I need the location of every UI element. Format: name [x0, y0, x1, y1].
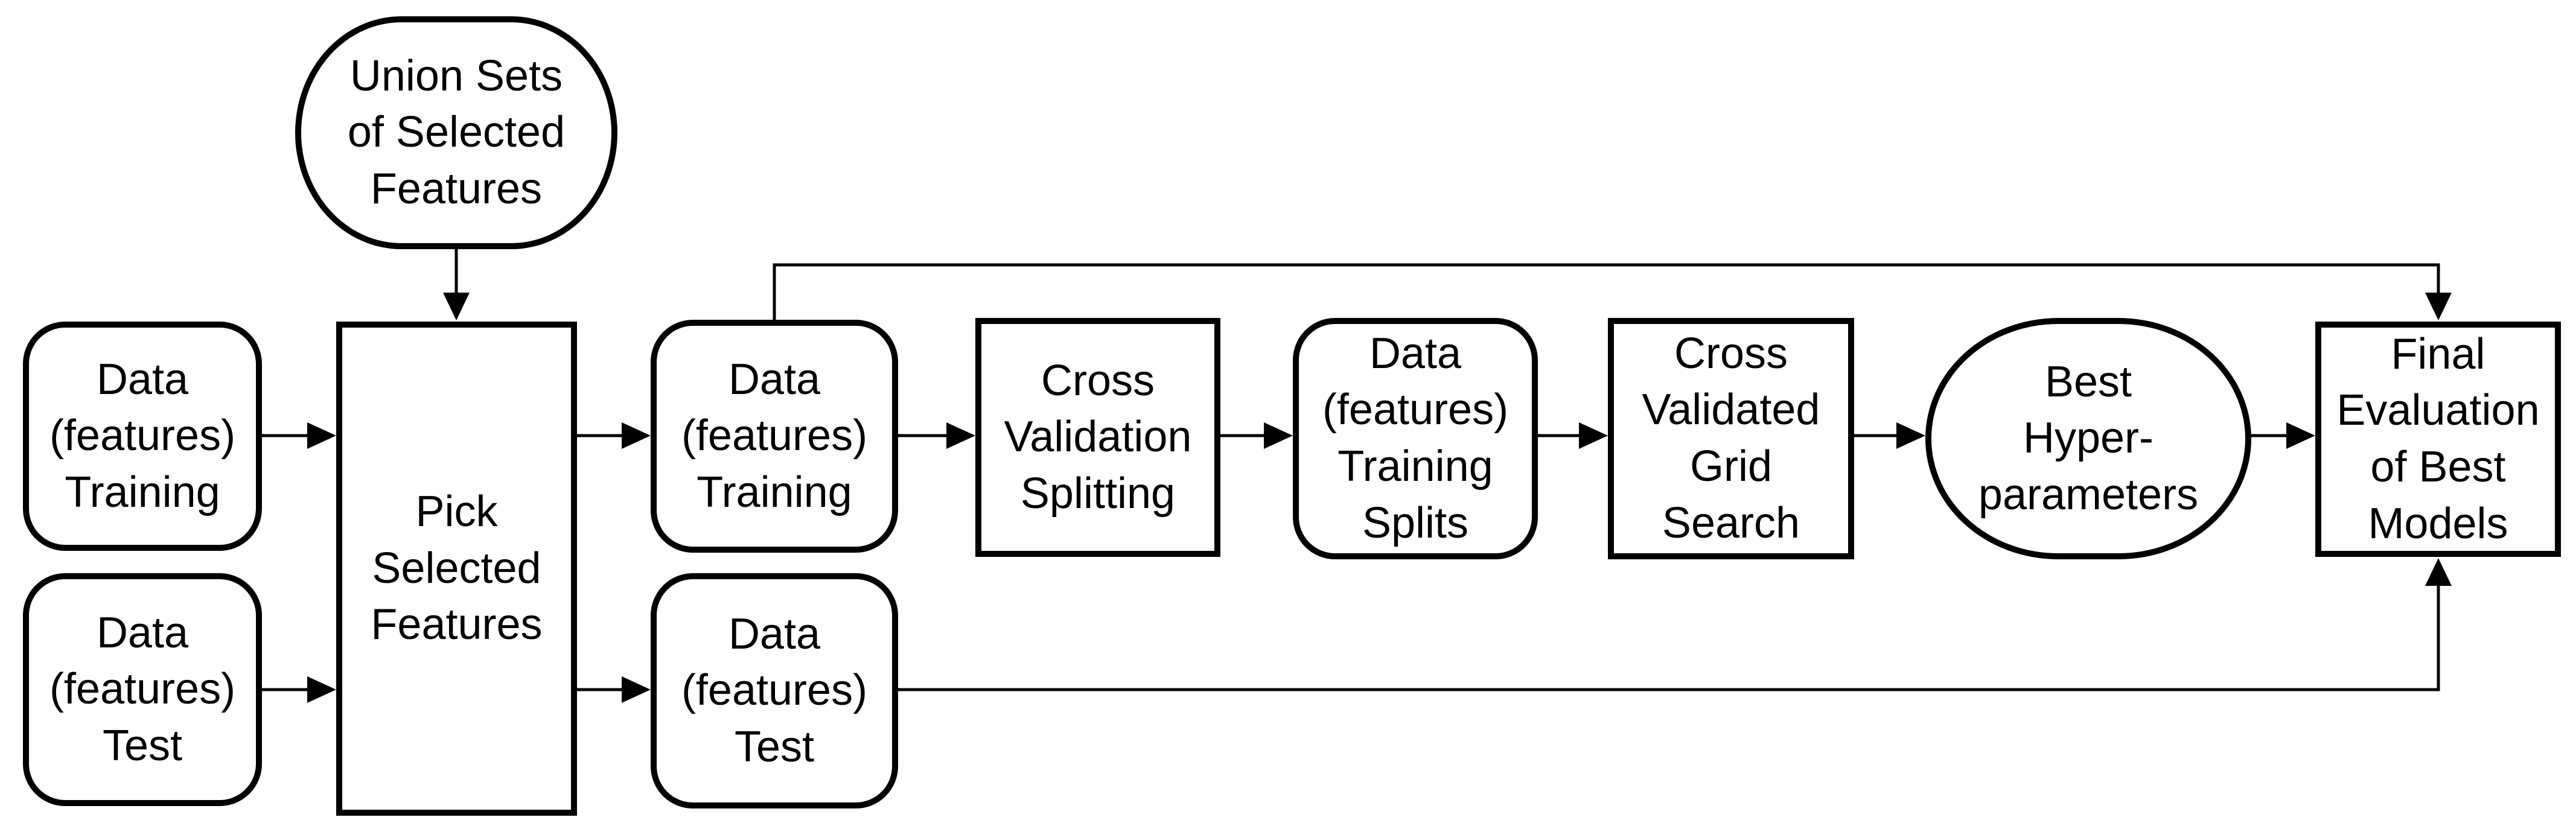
- node-best-hyperparameters-label: Best Hyper- parameters: [1978, 357, 2199, 519]
- arrowhead-training-sel-to-final-top: [2425, 293, 2452, 320]
- node-data-features-training-splits: Data (features) Training Splits: [1293, 318, 1538, 559]
- node-data-features-training-selected-label: Data (features) Training: [681, 355, 868, 516]
- node-cross-validation-splitting-label: Cross Validation Splitting: [1004, 356, 1192, 518]
- node-cross-validated-grid-search: Cross Validated Grid Search: [1608, 318, 1854, 559]
- arrowhead-test-in-to-pick: [307, 676, 336, 703]
- arrowhead-test-sel-to-final-bottom: [2425, 558, 2452, 586]
- node-data-features-training-splits-label: Data (features) Training Splits: [1322, 329, 1509, 547]
- arrowhead-training-in-to-pick: [307, 422, 336, 449]
- node-data-features-test-input-label: Data (features) Test: [49, 608, 236, 770]
- node-data-features-training-input-label: Data (features) Training: [49, 355, 236, 516]
- node-data-features-test-input: Data (features) Test: [23, 573, 262, 806]
- arrowhead-pick-to-training-sel: [622, 422, 651, 449]
- node-cross-validation-splitting: Cross Validation Splitting: [975, 318, 1220, 557]
- arrowhead-splits-to-gridsearch: [1579, 422, 1608, 449]
- node-data-features-training-input: Data (features) Training: [23, 322, 262, 551]
- node-union-sets: Union Sets of Selected Features: [295, 16, 617, 249]
- node-data-features-test-selected: Data (features) Test: [651, 573, 898, 808]
- node-union-sets-label: Union Sets of Selected Features: [347, 51, 566, 213]
- node-cross-validated-grid-search-label: Cross Validated Grid Search: [1642, 329, 1820, 547]
- node-data-features-test-selected-label: Data (features) Test: [681, 609, 868, 771]
- node-data-features-training-selected: Data (features) Training: [651, 320, 898, 553]
- node-final-evaluation: Final Evaluation of Best Models: [2315, 322, 2561, 557]
- node-pick-selected-features-label: Pick Selected Features: [371, 488, 543, 649]
- arrowhead-pick-to-test-sel: [622, 676, 651, 703]
- arrowhead-hyper-to-final: [2286, 422, 2315, 449]
- node-final-evaluation-label: Final Evaluation of Best Models: [2336, 329, 2540, 548]
- edge-test-sel-to-final-bottom: [898, 586, 2440, 691]
- node-pick-selected-features: Pick Selected Features: [336, 322, 577, 816]
- arrowhead-training-sel-to-cvsplit: [946, 422, 975, 449]
- arrowhead-cvsplit-to-splits: [1264, 422, 1293, 449]
- edge-training-sel-to-final-top: [773, 263, 2440, 320]
- arrowhead-union-to-pick: [443, 293, 470, 320]
- node-best-hyperparameters: Best Hyper- parameters: [1925, 318, 2251, 559]
- arrowhead-gridsearch-to-hyper: [1896, 422, 1925, 449]
